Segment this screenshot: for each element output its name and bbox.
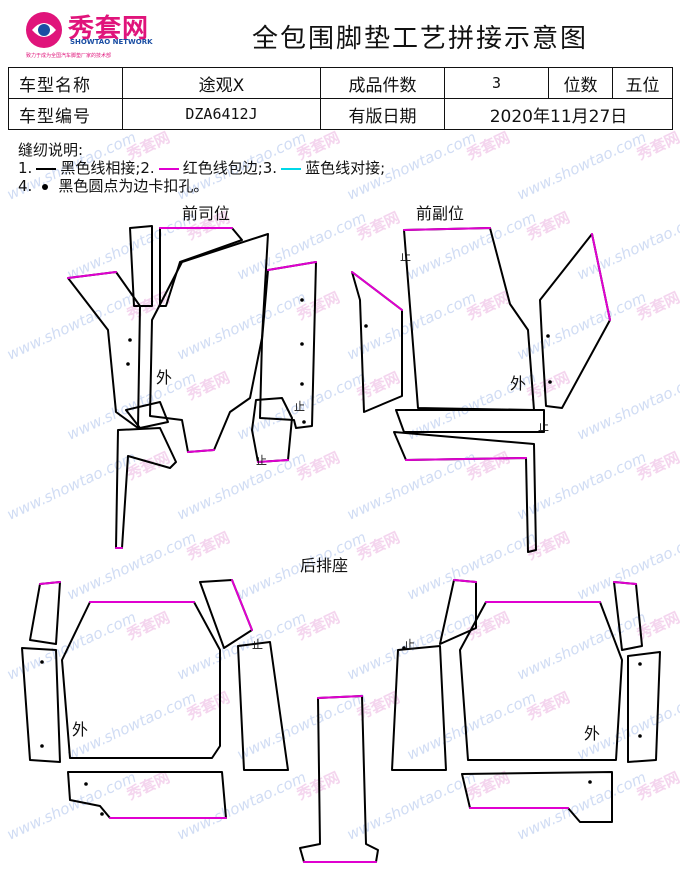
passenger-pieces <box>351 227 611 553</box>
section-driver-label: 前司位 <box>182 204 231 223</box>
note-1-text: 黑色线相接; <box>60 159 141 177</box>
seats-label: 位数 <box>548 67 613 99</box>
spec-row-2: 车型编号 DZA6412J 有版日期 2020年11月27日 <box>8 98 673 130</box>
note-4-text: 黑色圆点为边卡扣孔。 <box>58 177 209 195</box>
spec-row-1: 车型名称 途观X 成品件数 3 位数 五位 <box>8 67 673 99</box>
watermark-text: www.showtao.com <box>404 528 539 604</box>
black-line-swatch-icon <box>36 167 57 170</box>
rear-center-left <box>237 641 289 771</box>
watermark-text: www.showtao.com <box>174 288 309 364</box>
driver-right-side <box>259 261 317 429</box>
watermark-text: www.showtao.com <box>4 768 139 844</box>
stop-mark: 止 <box>404 638 415 651</box>
model-name-value: 途观X <box>122 67 321 99</box>
outside-mark: 外 <box>72 720 89 739</box>
model-code-label: 车型编号 <box>8 98 123 130</box>
model-name-label: 车型名称 <box>8 67 123 99</box>
notes-line-1: 1. 黑色线相接;2. 红色线包边;3. 蓝色线对接; <box>18 159 385 177</box>
watermark-text: www.showtao.com <box>404 688 539 764</box>
brand-name: 秀套网 <box>68 14 150 44</box>
watermark-text: www.showtao.com <box>64 528 199 604</box>
watermark-text: www.showtao.com <box>4 448 139 524</box>
seats-value: 五位 <box>612 67 673 99</box>
watermark-text: www.showtao.com <box>574 208 680 284</box>
stop-mark: 止 <box>256 454 267 467</box>
piece-count-value: 3 <box>444 67 549 99</box>
note-3-text: 蓝色线对接; <box>305 159 386 177</box>
date-label: 有版日期 <box>320 98 445 130</box>
driver-strip-top <box>129 225 153 307</box>
note-1-number: 1. <box>18 159 33 177</box>
brand-slogan: 致力于成为全国汽车脚垫厂家的技术部 <box>26 53 112 59</box>
watermark-text: www.showtao.com <box>574 368 680 444</box>
section-passenger-label: 前副位 <box>416 204 465 223</box>
watermark-text: www.showtao.com <box>234 688 369 764</box>
outside-mark: 外 <box>156 368 173 387</box>
date-value: 2020年11月27日 <box>444 98 673 130</box>
stop-mark: 止 <box>400 250 411 263</box>
watermark-text: www.showtao.com <box>64 368 199 444</box>
stop-mark: 止 <box>294 400 305 413</box>
rear-right-side <box>627 651 661 763</box>
spec-table: 车型名称 途观X 成品件数 3 位数 五位 车型编号 DZA6412J 有版日期… <box>8 67 673 130</box>
rear-left-mat <box>61 601 221 759</box>
driver-top-panel <box>159 227 243 307</box>
watermark-text: www.showtao.com <box>4 288 139 364</box>
rear-left-side <box>21 647 61 763</box>
snap-hole-dots <box>40 298 642 816</box>
watermark-text: www.showtao.com <box>234 208 369 284</box>
rear-left-flap <box>29 581 61 645</box>
stop-mark: 止 <box>538 420 549 433</box>
stop-mark: 止 <box>252 638 263 651</box>
piece-count-label: 成品件数 <box>320 67 445 99</box>
note-4-number: 4. <box>18 177 33 195</box>
driver-small-flap <box>125 401 169 429</box>
watermark-text: www.showtao.com <box>514 128 649 204</box>
notes-line-2: 4. 黑色圆点为边卡扣孔。 <box>18 177 385 195</box>
note-2-text: 红色线包边; <box>182 159 263 177</box>
red-line-swatch-icon <box>158 167 179 170</box>
passenger-front-strip <box>395 409 545 433</box>
watermark-text: www.showtao.com <box>174 768 309 844</box>
black-dot-swatch-icon <box>42 183 49 190</box>
watermark-text: www.showtao.com <box>514 768 649 844</box>
rear-pieces <box>21 579 661 863</box>
brand-subtitle: SHOWTAO NETWORK <box>70 38 153 46</box>
driver-bottom-strip <box>115 427 177 549</box>
blue-line-swatch-icon <box>281 167 302 170</box>
note-3-number: 3. <box>262 159 278 177</box>
section-rear-label: 后排座 <box>300 556 349 575</box>
notes-heading: 缝纫说明: <box>18 141 84 159</box>
document-title: 全包围脚垫工艺拼接示意图 <box>251 24 588 54</box>
brand-logo[interactable]: 秀套网 SHOWTAO NETWORK 致力于成为全国汽车脚垫厂家的技术部 <box>24 8 164 59</box>
model-code-value: DZA6412J <box>122 98 321 130</box>
logo-mark-icon <box>26 12 62 48</box>
sewing-notes: 缝纫说明: 1. 黑色线相接;2. 红色线包边;3. 蓝色线对接; 4. 黑色圆点为边卡… <box>18 141 385 195</box>
note-2-number: 2. <box>140 159 155 177</box>
driver-pieces <box>67 225 317 549</box>
watermark-text: www.showtao.com <box>514 288 649 364</box>
watermark-text: www.showtao.com <box>574 528 680 604</box>
outside-mark: 外 <box>510 374 527 393</box>
rear-center-right <box>391 645 447 771</box>
outside-mark: 外 <box>584 724 601 743</box>
